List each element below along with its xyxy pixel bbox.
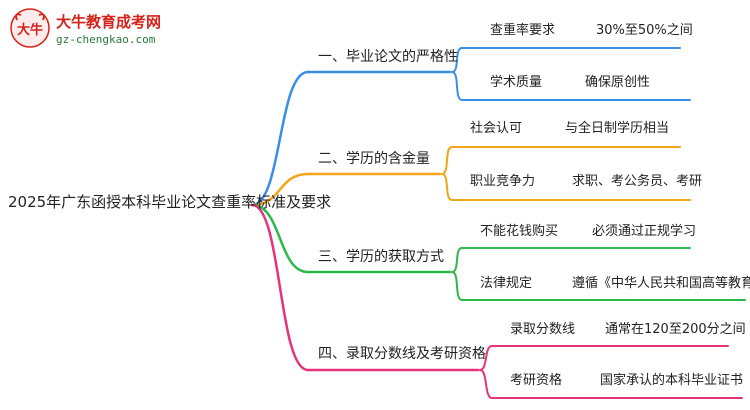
- branch-4-leaf-1-connector: [479, 345, 493, 371]
- branch-1-leaf-1-connector: [451, 47, 463, 73]
- branch-4-connector: [250, 203, 310, 372]
- branch-4-leaf-2-key: 考研资格: [510, 373, 563, 388]
- branch-3-leaf-1-connector: [451, 247, 463, 273]
- bull-logo-icon: 大牛: [10, 8, 50, 48]
- logo-mark-text: 大牛: [17, 22, 43, 38]
- branch-3-leaf-2-value: 遵循《中华人民共和国高等教育法》: [572, 276, 750, 291]
- branch-2-leaf-1-connector: [441, 146, 453, 175]
- branch-2-connector: [250, 172, 310, 207]
- branch-1-connector: [250, 70, 310, 207]
- branch-4-leaf-1-value: 通常在120至200分之间: [605, 322, 746, 337]
- branch-3-leaf-1-value: 必须通过正规学习: [592, 224, 697, 239]
- branch-1-leaf-2-key: 学术质量: [490, 75, 543, 90]
- branch-3-leaf-2-key: 法律规定: [480, 276, 533, 291]
- branch-4-leaf-2-connector: [479, 369, 493, 399]
- logo-url: gz-chengkao.com: [56, 33, 156, 46]
- branch-3-connector: [250, 203, 310, 274]
- root-topic: 2025年广东函授本科毕业论文查重率标准及要求: [8, 193, 332, 211]
- branch-3-leaf-2-connector: [451, 271, 463, 301]
- branch-2-label: 二、学历的含金量: [318, 151, 430, 167]
- branch-3-label: 三、学历的获取方式: [318, 249, 444, 265]
- branch-2-leaf-2-connector: [441, 173, 453, 201]
- branch-1-label: 一、毕业论文的严格性: [318, 49, 458, 65]
- branch-4-leaf-2-value: 国家承认的本科毕业证书: [600, 373, 744, 388]
- branch-1-leaf-1-value: 30%至50%之间: [596, 23, 693, 38]
- branch-4-label: 四、录取分数线及考研资格: [318, 346, 486, 362]
- branch-1-leaf-1-key: 查重率要求: [490, 23, 556, 38]
- branch-4-leaf-1-key: 录取分数线: [510, 322, 576, 337]
- branch-3-leaf-1-key: 不能花钱购买: [480, 224, 559, 239]
- site-logo[interactable]: 大牛 大牛教育成考网 gz-chengkao.com: [8, 6, 208, 54]
- branch-1-leaf-2-connector: [451, 71, 463, 101]
- branch-2-leaf-1-value: 与全日制学历相当: [565, 121, 670, 136]
- branch-1-leaf-2-value: 确保原创性: [585, 75, 651, 90]
- branch-2-leaf-2-key: 职业竞争力: [470, 174, 536, 189]
- branch-2-leaf-1-key: 社会认可: [470, 121, 523, 136]
- logo-title: 大牛教育成考网: [56, 13, 162, 31]
- branch-2-leaf-2-value: 求职、考公务员、考研: [572, 174, 703, 189]
